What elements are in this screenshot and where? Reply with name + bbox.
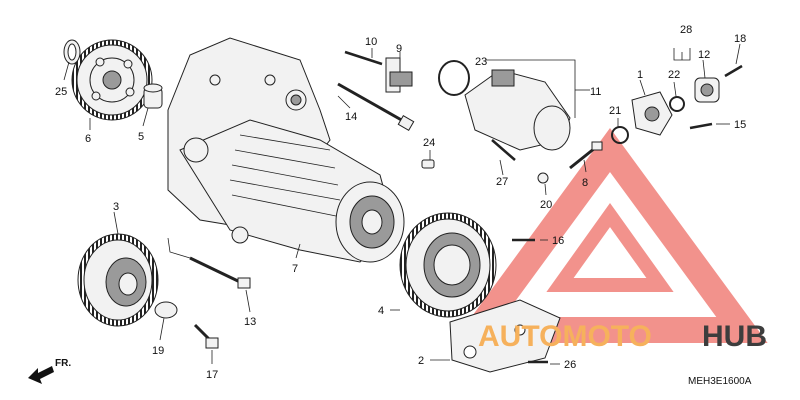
collar-5 (143, 83, 163, 109)
bolt-17 (193, 323, 219, 349)
callout-7: 7 (292, 263, 298, 275)
callout-12: 12 (698, 49, 710, 61)
o-ring-21 (611, 126, 629, 144)
callout-24: 24 (423, 137, 435, 149)
leader-lines (63, 43, 741, 365)
cover-plate-2 (449, 299, 561, 373)
callout-11: 11 (590, 86, 601, 98)
bolt-15 (689, 122, 713, 130)
callout-2: 2 (418, 355, 424, 367)
shaft-gear-9 (385, 57, 413, 93)
front-direction-label: FR. (55, 358, 71, 369)
callout-28: 28 (680, 24, 692, 36)
watermark-text-dark: HUB (702, 320, 767, 353)
callout-18: 18 (734, 33, 746, 45)
bolt-18 (724, 64, 743, 78)
gear-6 (71, 39, 153, 121)
callout-10: 10 (365, 36, 377, 48)
callout-22: 22 (668, 69, 680, 81)
starter-housing-7 (167, 37, 405, 263)
callout-21: 21 (609, 105, 621, 117)
sensor-8 (569, 141, 603, 170)
o-ring-22 (669, 96, 685, 112)
callout-16: 16 (552, 235, 564, 247)
callout-1: 1 (637, 69, 643, 81)
callout-23: 23 (475, 56, 487, 68)
washer-19 (154, 301, 178, 319)
callout-9: 9 (396, 43, 402, 55)
washer-20 (537, 172, 549, 184)
callout-27: 27 (496, 176, 508, 188)
bolt-27 (491, 139, 516, 161)
bolt-14 (337, 82, 415, 132)
diagram-code: MEH3E1600A (688, 376, 752, 387)
callout-6: 6 (85, 133, 91, 145)
callout-4: 4 (378, 305, 384, 317)
gear-3 (77, 233, 159, 327)
pin-24 (421, 159, 435, 169)
callout-20: 20 (540, 199, 552, 211)
sensor-12 (694, 77, 720, 103)
bolt-13 (189, 256, 251, 289)
cover-1 (631, 91, 673, 136)
callout-5: 5 (138, 131, 144, 143)
o-ring-23 (438, 60, 470, 96)
callout-14: 14 (345, 111, 357, 123)
callout-19: 19 (152, 345, 164, 357)
pin-10 (344, 50, 383, 66)
callout-labels: 25 6 5 10 9 14 23 11 24 27 20 8 21 1 28 … (55, 24, 746, 381)
ring-gear-4 (399, 212, 497, 318)
callout-25: 25 (55, 86, 67, 98)
callout-26: 26 (564, 359, 576, 371)
callout-3: 3 (113, 201, 119, 213)
callout-13: 13 (244, 316, 256, 328)
watermark-text-light: AUTOMOTO (478, 320, 652, 353)
callout-15: 15 (734, 119, 746, 131)
motor-11 (464, 69, 571, 151)
front-direction-arrow: FR. (28, 358, 71, 384)
callout-8: 8 (582, 177, 588, 189)
watermark-wordmark: AUTOMOTO HUB (478, 320, 767, 353)
callout-17: 17 (206, 369, 218, 381)
